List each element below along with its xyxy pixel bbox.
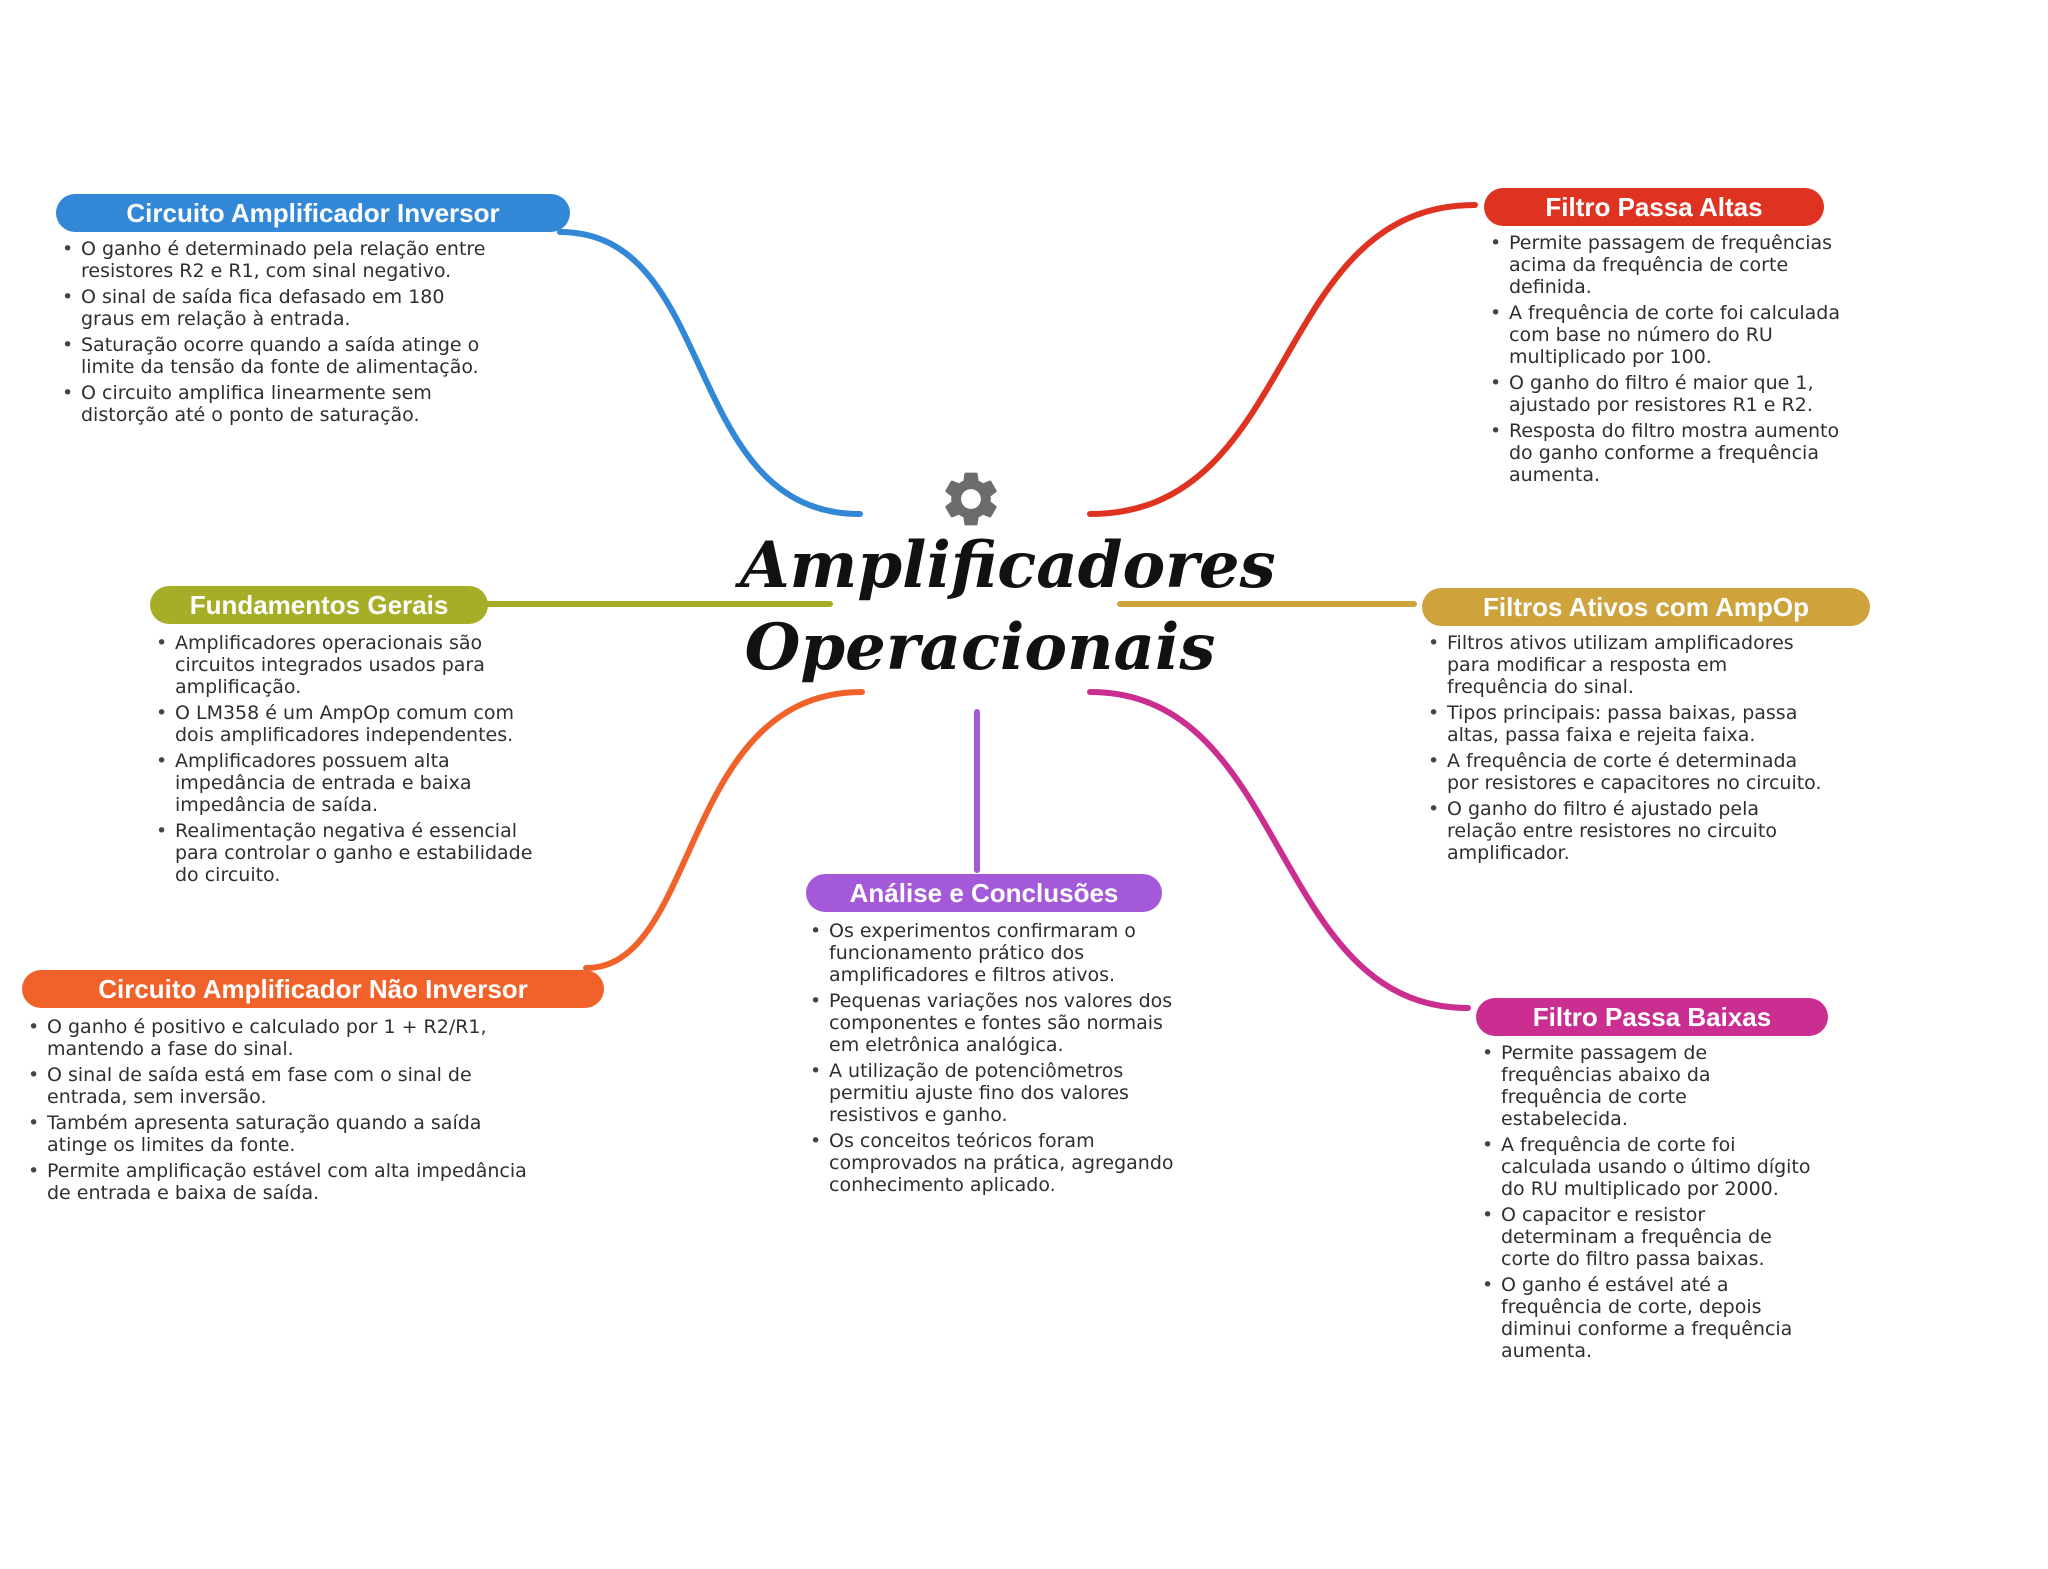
list-item: Saturação ocorre quando a saída atinge o… bbox=[62, 334, 492, 378]
connector-inversor bbox=[557, 229, 863, 517]
topic-pill-inversor[interactable]: Circuito Amplificador Inversor bbox=[56, 194, 570, 232]
list-item: O ganho é positivo e calculado por 1 + R… bbox=[28, 1016, 528, 1060]
bullet-list-passa-altas: Permite passagem de frequências acima da… bbox=[1490, 232, 1850, 490]
list-item: O sinal de saída fica defasado em 180 gr… bbox=[62, 286, 492, 330]
list-item: A frequência de corte foi calculada usan… bbox=[1482, 1134, 1812, 1200]
connector-nao-inversor bbox=[583, 689, 865, 971]
list-item: Pequenas variações nos valores dos compo… bbox=[810, 990, 1180, 1056]
topic-pill-analise[interactable]: Análise e Conclusões bbox=[806, 874, 1162, 912]
list-item: A frequência de corte foi calculada com … bbox=[1490, 302, 1850, 368]
list-item: Filtros ativos utilizam amplificadores p… bbox=[1428, 632, 1828, 698]
list-item: Os conceitos teóricos foram comprovados … bbox=[810, 1130, 1180, 1196]
central-topic: Amplificadores Operacionais bbox=[740, 525, 1276, 689]
topic-pill-ativos[interactable]: Filtros Ativos com AmpOp bbox=[1422, 588, 1870, 626]
connector-passa-altas bbox=[1087, 202, 1478, 517]
list-item: O capacitor e resistor determinam a freq… bbox=[1482, 1204, 1812, 1270]
list-item: O sinal de saída está em fase com o sina… bbox=[28, 1064, 528, 1108]
list-item: A frequência de corte é determinada por … bbox=[1428, 750, 1828, 794]
list-item: O ganho do filtro é ajustado pela relaçã… bbox=[1428, 798, 1828, 864]
central-topic-line-2: Operacionais bbox=[744, 610, 1216, 685]
topic-pill-nao-inversor[interactable]: Circuito Amplificador Não Inversor bbox=[22, 970, 604, 1008]
list-item: Amplificadores operacionais são circuito… bbox=[156, 632, 546, 698]
list-item: Os experimentos confirmaram o funcioname… bbox=[810, 920, 1180, 986]
list-item: O ganho do filtro é maior que 1, ajustad… bbox=[1490, 372, 1850, 416]
bullet-list-nao-inversor: O ganho é positivo e calculado por 1 + R… bbox=[28, 1016, 528, 1208]
list-item: O ganho é determinado pela relação entre… bbox=[62, 238, 492, 282]
central-topic-line-1: Amplificadores bbox=[740, 528, 1276, 603]
list-item: O ganho é estável até a frequência de co… bbox=[1482, 1274, 1812, 1362]
list-item: Resposta do filtro mostra aumento do gan… bbox=[1490, 420, 1850, 486]
connector-passa-baixas bbox=[1087, 689, 1471, 1011]
list-item: Permite passagem de frequências abaixo d… bbox=[1482, 1042, 1812, 1130]
list-item: Realimentação negativa é essencial para … bbox=[156, 820, 546, 886]
list-item: Amplificadores possuem alta impedância d… bbox=[156, 750, 546, 816]
bullet-list-analise: Os experimentos confirmaram o funcioname… bbox=[810, 920, 1180, 1200]
list-item: O circuito amplifica linearmente sem dis… bbox=[62, 382, 492, 426]
list-item: Tipos principais: passa baixas, passa al… bbox=[1428, 702, 1828, 746]
bullet-list-passa-baixas: Permite passagem de frequências abaixo d… bbox=[1482, 1042, 1812, 1366]
topic-pill-fundamentos[interactable]: Fundamentos Gerais bbox=[150, 586, 488, 624]
topic-pill-passa-altas[interactable]: Filtro Passa Altas bbox=[1484, 188, 1824, 226]
bullet-list-ativos: Filtros ativos utilizam amplificadores p… bbox=[1428, 632, 1828, 868]
bullet-list-inversor: O ganho é determinado pela relação entre… bbox=[62, 238, 492, 430]
list-item: Também apresenta saturação quando a saíd… bbox=[28, 1112, 528, 1156]
list-item: Permite passagem de frequências acima da… bbox=[1490, 232, 1850, 298]
list-item: A utilização de potenciômetros permitiu … bbox=[810, 1060, 1180, 1126]
topic-pill-passa-baixas[interactable]: Filtro Passa Baixas bbox=[1476, 998, 1828, 1036]
bullet-list-fundamentos: Amplificadores operacionais são circuito… bbox=[156, 632, 546, 890]
list-item: Permite amplificação estável com alta im… bbox=[28, 1160, 528, 1204]
list-item: O LM358 é um AmpOp comum com dois amplif… bbox=[156, 702, 546, 746]
gear-icon bbox=[945, 472, 997, 526]
